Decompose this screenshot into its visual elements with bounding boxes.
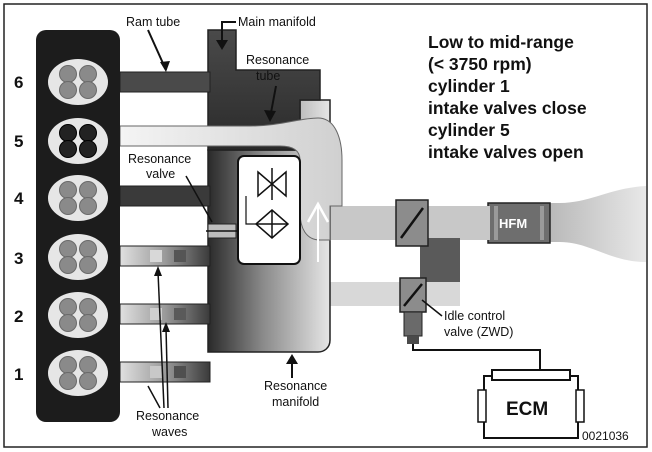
cylinder-number-2: 2 bbox=[14, 307, 23, 326]
title-line-6: intake valves open bbox=[428, 142, 584, 162]
cylinder-6-valve-4 bbox=[80, 82, 97, 99]
cylinder-6-bore bbox=[48, 59, 108, 105]
cylinder-4-valve-1 bbox=[60, 182, 77, 199]
cylinder-6-valve-3 bbox=[60, 82, 77, 99]
cylinder-6-valve-1 bbox=[60, 66, 77, 83]
cylinder-5-valve-3 bbox=[60, 141, 77, 158]
cylinder-1-valve-4 bbox=[80, 373, 97, 390]
resonance-valve-label-2: valve bbox=[146, 167, 175, 181]
cylinder-2-bore bbox=[48, 292, 108, 338]
idle-valve-label-2: valve (ZWD) bbox=[444, 325, 513, 339]
resonance-waves-label-2: waves bbox=[151, 425, 187, 439]
title-line-2: (< 3750 rpm) bbox=[428, 54, 532, 74]
resonance-tube-label-2: tube bbox=[256, 69, 280, 83]
main-manifold-label: Main manifold bbox=[238, 15, 316, 29]
cylinder-1-valve-2 bbox=[80, 357, 97, 374]
cylinder-1-valve-1 bbox=[60, 357, 77, 374]
cylinder-number-4: 4 bbox=[14, 189, 24, 208]
cylinder-4-valve-4 bbox=[80, 198, 97, 215]
cylinder-5-valve-4 bbox=[80, 141, 97, 158]
ram-tube-3 bbox=[120, 246, 210, 266]
cylinder-2-valve-2 bbox=[80, 299, 97, 316]
ecm-label: ECM bbox=[506, 399, 548, 420]
cylinder-3-valve-2 bbox=[80, 241, 97, 258]
resonance-tube-label-1: Resonance bbox=[246, 53, 309, 67]
title-line-5: cylinder 5 bbox=[428, 120, 510, 140]
cylinder-number-3: 3 bbox=[14, 249, 23, 268]
cylinder-5-valve-2 bbox=[80, 125, 97, 142]
ram-tube-label: Ram tube bbox=[126, 15, 180, 29]
title-line-4: intake valves close bbox=[428, 98, 587, 118]
cylinder-1-bore bbox=[48, 350, 108, 396]
cylinder-4-valve-3 bbox=[60, 198, 77, 215]
resonance-manifold-label-1: Resonance bbox=[264, 379, 327, 393]
figure-code: 0021036 bbox=[582, 429, 629, 443]
resonance-waves-label-1: Resonance bbox=[136, 409, 199, 423]
cylinder-number-1: 1 bbox=[14, 365, 23, 384]
cylinder-number-5: 5 bbox=[14, 132, 23, 151]
cylinder-5-valve-1 bbox=[60, 125, 77, 142]
idle-valve-label-1: Idle control bbox=[444, 309, 505, 323]
cylinder-5-bore bbox=[48, 118, 108, 164]
cylinder-1-valve-3 bbox=[60, 373, 77, 390]
ram-tube-6 bbox=[120, 72, 210, 92]
hfm-label: HFM bbox=[499, 216, 527, 231]
cylinder-4-bore bbox=[48, 175, 108, 221]
ram-tube-1 bbox=[120, 362, 210, 382]
cylinder-3-valve-4 bbox=[80, 257, 97, 274]
cylinder-3-valve-1 bbox=[60, 241, 77, 258]
cylinder-6-valve-2 bbox=[80, 66, 97, 83]
resonance-chamber bbox=[238, 156, 300, 264]
ram-tube-2 bbox=[120, 304, 210, 324]
cylinder-number-6: 6 bbox=[14, 73, 23, 92]
cylinder-2-valve-3 bbox=[60, 315, 77, 332]
cylinder-4-valve-2 bbox=[80, 182, 97, 199]
cylinder-2-valve-1 bbox=[60, 299, 77, 316]
title-line-3: cylinder 1 bbox=[428, 76, 510, 96]
cylinder-2-valve-4 bbox=[80, 315, 97, 332]
title-line-1: Low to mid-range bbox=[428, 32, 574, 52]
cylinder-3-valve-3 bbox=[60, 257, 77, 274]
resonance-manifold-label-2: manifold bbox=[272, 395, 319, 409]
resonance-valve-label-1: Resonance bbox=[128, 152, 191, 166]
cylinder-3-bore bbox=[48, 234, 108, 280]
